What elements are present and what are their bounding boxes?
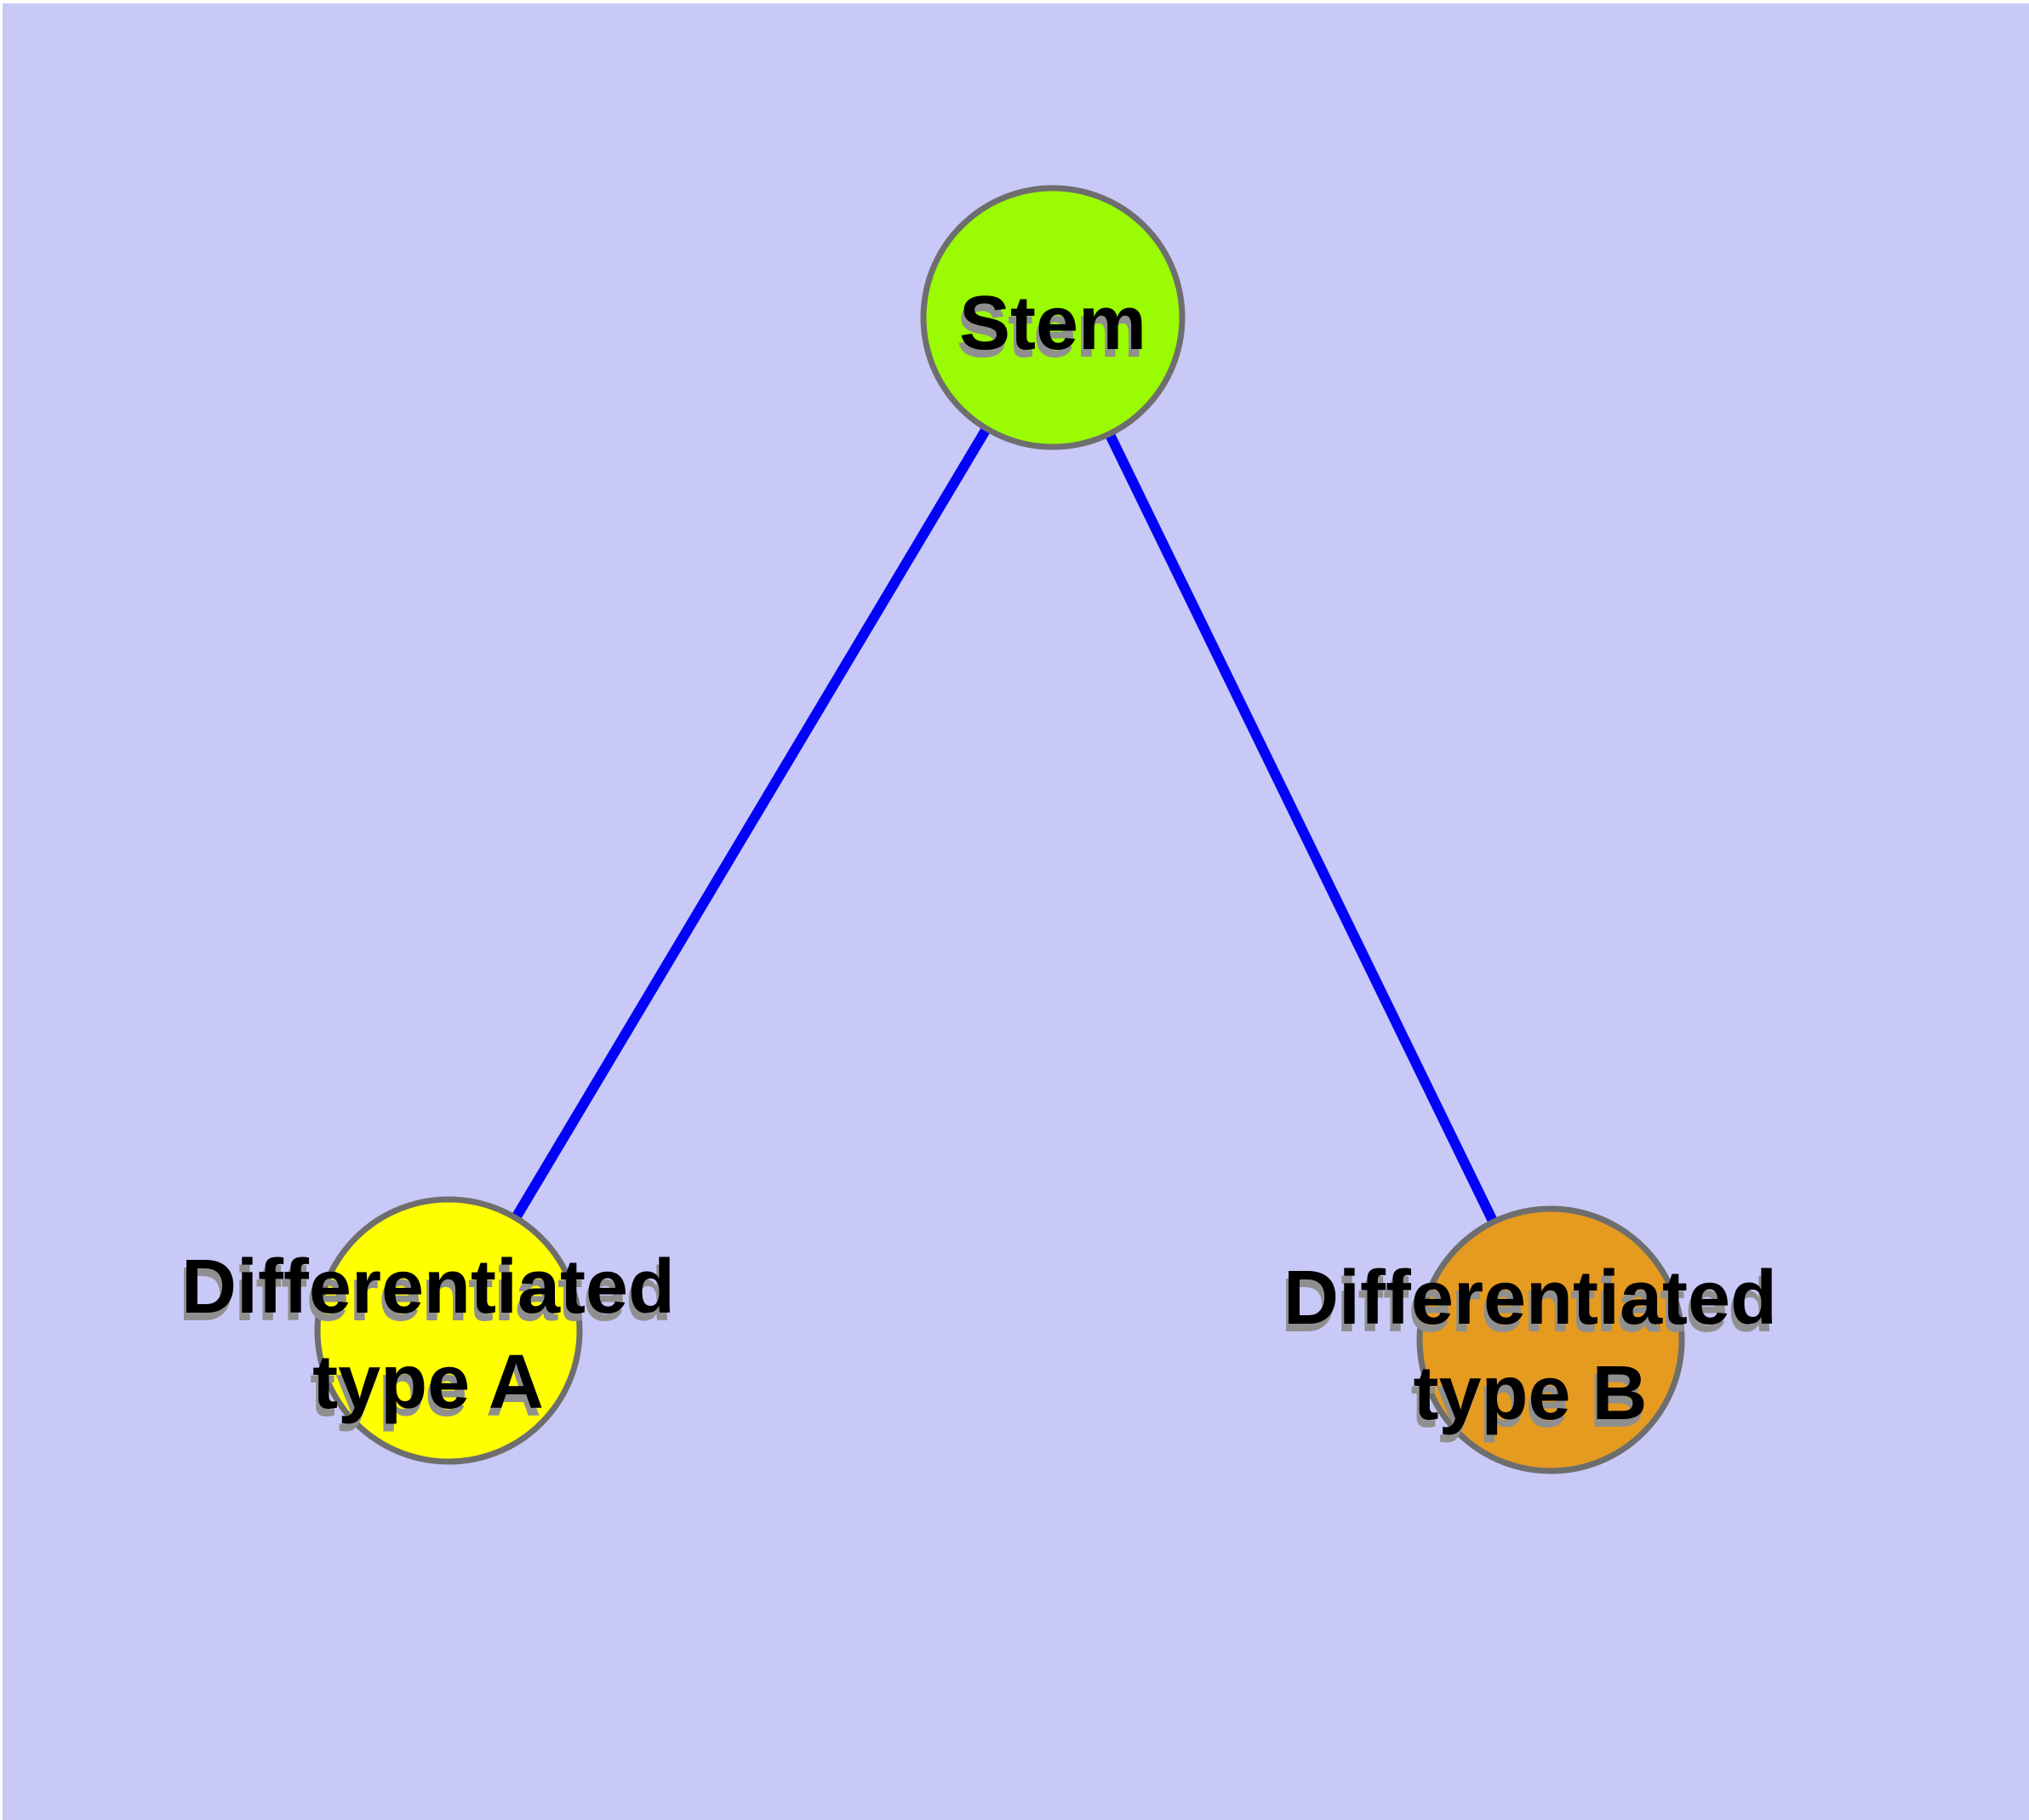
label-line: type A	[310, 1348, 541, 1433]
label-line: type B	[1413, 1351, 1647, 1436]
label-line: Differentiated	[181, 1245, 675, 1330]
label-line: Differentiated	[1283, 1256, 1777, 1341]
node-stem-circle	[920, 185, 1186, 450]
edge-stem-differentiated-type-a	[443, 314, 1058, 1334]
edge-stem-differentiated-type-b	[1048, 315, 1556, 1342]
node-stem-label: Stem	[959, 281, 1146, 366]
label-line: Stem	[959, 281, 1146, 366]
node-differentiated-type-a-circle	[314, 1196, 583, 1465]
label-line: type A	[312, 1340, 544, 1425]
label-line: Differentiated	[179, 1252, 672, 1337]
label-line: Differentiated	[1281, 1263, 1775, 1348]
label-line: Stem	[957, 289, 1144, 374]
node-stem-label-shadow: Stem	[957, 289, 1144, 374]
label-line: type B	[1410, 1359, 1644, 1444]
node-differentiated-type-b-circle	[1416, 1205, 1685, 1474]
